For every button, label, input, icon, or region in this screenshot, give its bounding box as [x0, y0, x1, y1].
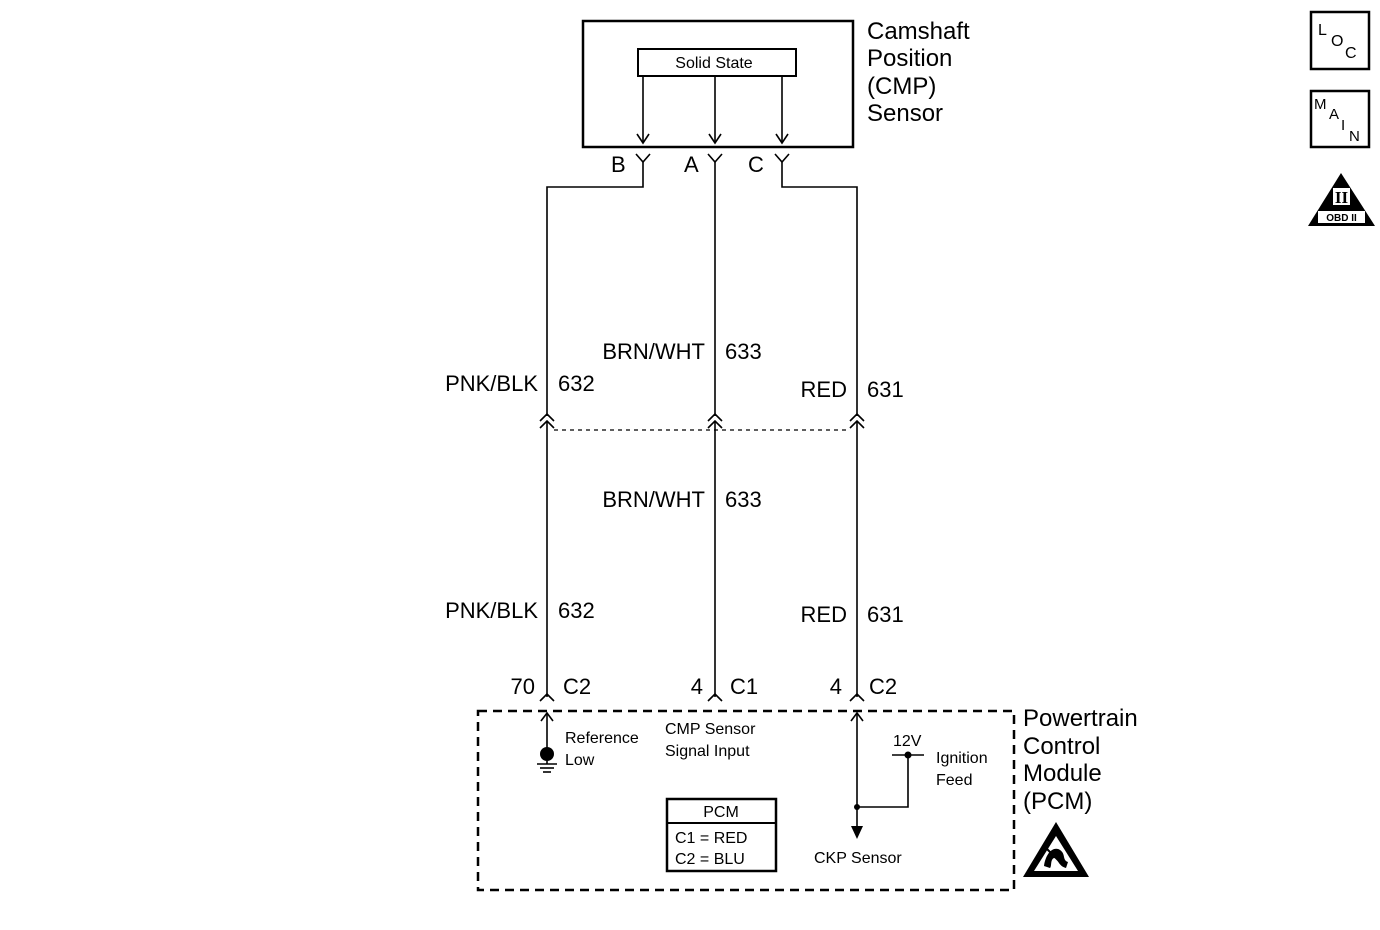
pcm-legend-title: PCM — [703, 804, 739, 821]
pcm-pin-2-connector: C1 — [730, 674, 758, 699]
upper-wire-1-circuit: 632 — [558, 371, 595, 396]
upper-wire-2-circuit: 633 — [725, 339, 762, 364]
esd-warning-icon — [1023, 822, 1089, 877]
svg-text:II: II — [1335, 188, 1349, 207]
svg-text:Module: Module — [1023, 760, 1102, 787]
ignition-feed-label-1: Ignition — [936, 750, 988, 767]
reference-low-label-2: Low — [565, 752, 595, 769]
ckp-sensor-label: CKP Sensor — [814, 850, 902, 867]
pcm-pin-connectors — [539, 692, 865, 702]
upper-wire-1-color: PNK/BLK — [445, 371, 538, 396]
upper-wire-3-color: RED — [801, 377, 847, 402]
svg-text:(CMP): (CMP) — [867, 73, 936, 100]
svg-text:L: L — [1318, 22, 1327, 39]
cmp-sensor-box — [581, 19, 855, 149]
reference-low-label-1: Reference — [565, 730, 639, 747]
svg-text:(PCM): (PCM) — [1023, 788, 1092, 815]
svg-text:M: M — [1314, 96, 1327, 113]
ignition-feed-label-2: Feed — [936, 772, 972, 789]
svg-text:Control: Control — [1023, 733, 1100, 760]
svg-text:O: O — [1331, 33, 1343, 50]
pcm-legend-row-1: C1 = RED — [675, 830, 747, 847]
lower-wire-1-circuit: 632 — [558, 598, 595, 623]
cmp-sensor-title: Camshaft Position (CMP) Sensor — [867, 18, 970, 127]
pcm-pin-1-connector: C2 — [563, 674, 591, 699]
upper-wire-runs — [546, 162, 858, 416]
upper-wire-2-color: BRN/WHT — [602, 339, 705, 364]
svg-text:N: N — [1349, 128, 1360, 145]
pin-c-label: C — [748, 152, 764, 177]
inline-connector — [539, 412, 865, 431]
pcm-title: Powertrain Control Module (PCM) — [1023, 705, 1138, 815]
svg-text:A: A — [1329, 106, 1339, 123]
solid-state-label: Solid State — [675, 55, 752, 72]
svg-text:Powertrain: Powertrain — [1023, 705, 1138, 732]
cmp-signal-label-1: CMP Sensor — [665, 721, 756, 738]
pcm-legend-row-2: C2 = BLU — [675, 851, 745, 868]
reference-low-circuit — [537, 711, 557, 773]
loc-icon[interactable]: L O C — [1309, 10, 1371, 71]
svg-text:I: I — [1341, 117, 1345, 134]
main-icon[interactable]: M A I N — [1309, 89, 1371, 149]
voltage-label: 12V — [893, 733, 922, 750]
sensor-internal-leads — [636, 76, 789, 145]
lower-wire-3-circuit: 631 — [867, 602, 904, 627]
pcm-pin-2-number: 4 — [691, 674, 703, 699]
sensor-pin-connectors — [635, 153, 790, 164]
pcm-legend: PCM C1 = RED C2 = BLU — [665, 797, 778, 873]
lower-wire-3-color: RED — [801, 602, 847, 627]
lower-wire-runs — [546, 422, 858, 697]
svg-text:OBD II: OBD II — [1326, 213, 1357, 224]
svg-text:C: C — [1345, 45, 1357, 62]
lower-wire-2-circuit: 633 — [725, 487, 762, 512]
ignition-feed-circuit — [850, 711, 924, 839]
cmp-signal-label-2: Signal Input — [665, 743, 750, 760]
svg-text:Sensor: Sensor — [867, 100, 943, 127]
obd-ii-icon[interactable]: II OBD II — [1308, 173, 1375, 226]
pcm-pin-3-number: 4 — [830, 674, 842, 699]
upper-wire-3-circuit: 631 — [867, 377, 904, 402]
pcm-pin-3-connector: C2 — [869, 674, 897, 699]
svg-text:Camshaft: Camshaft — [867, 18, 970, 45]
svg-text:Position: Position — [867, 45, 952, 72]
pin-a-label: A — [684, 152, 699, 177]
pcm-pin-1-number: 70 — [511, 674, 535, 699]
lower-wire-2-color: BRN/WHT — [602, 487, 705, 512]
solid-state-box — [637, 48, 797, 77]
pcm-box — [476, 709, 1016, 892]
lower-wire-1-color: PNK/BLK — [445, 598, 538, 623]
pin-b-label: B — [611, 152, 626, 177]
